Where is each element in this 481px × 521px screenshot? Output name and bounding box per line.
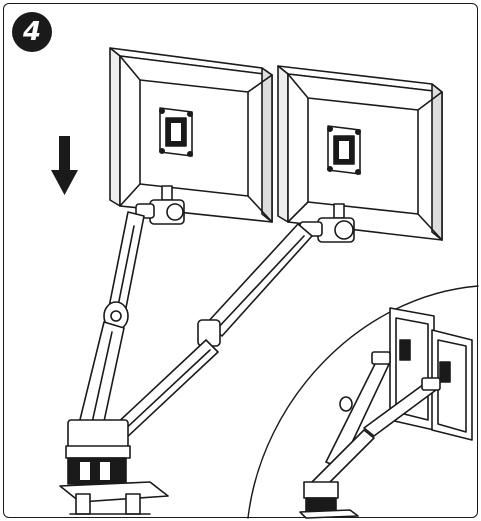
monitor-icon <box>277 65 443 241</box>
step-number: 4 <box>22 17 42 47</box>
panel-border <box>3 3 478 518</box>
arrow-down-icon <box>51 136 78 195</box>
gas-spring-arm-icon <box>59 185 355 515</box>
assembled-view-inset <box>247 285 479 519</box>
monitor-icon <box>109 47 273 223</box>
step-number-badge: 4 <box>12 12 52 52</box>
vesa-plate <box>159 107 194 158</box>
vesa-plate <box>326 125 361 176</box>
